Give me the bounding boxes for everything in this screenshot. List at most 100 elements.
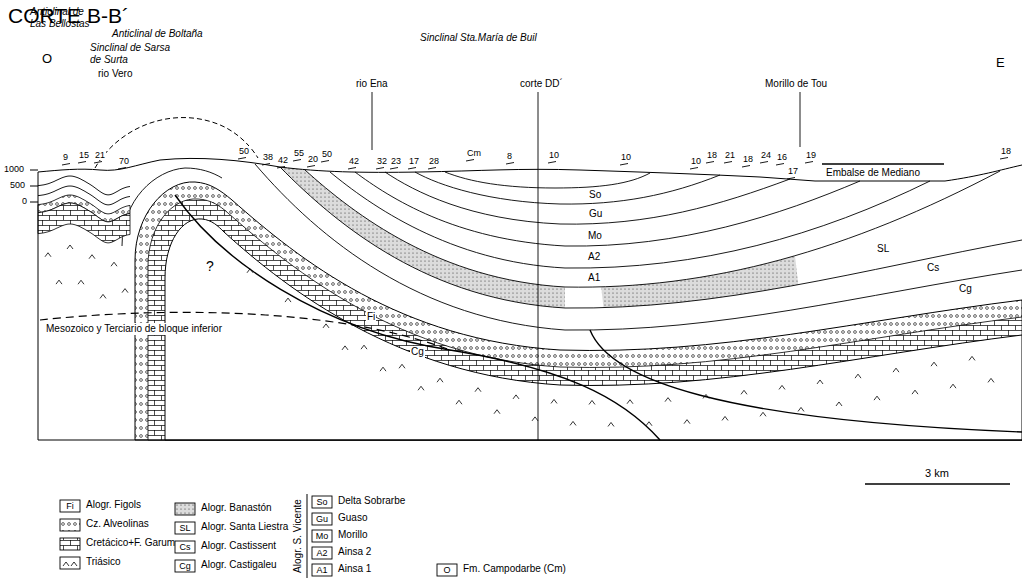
scale-label: 3 km (925, 467, 949, 480)
elevation-ticks (30, 170, 38, 202)
triassic-mark (494, 410, 500, 414)
dip-symbol (690, 168, 698, 170)
dip-symbol (760, 162, 768, 164)
dip-value: 70 (118, 156, 130, 166)
triassic-mark (285, 298, 291, 302)
stratum-boundary (122, 168, 222, 246)
dip-symbol (293, 160, 301, 162)
triassic-mark (323, 324, 329, 328)
triassic-mark (89, 255, 95, 259)
triassic-mark (100, 294, 106, 298)
legend-swatch (175, 522, 195, 534)
unit-code: A2 (587, 251, 601, 263)
triassic-mark (513, 395, 519, 399)
dip-value: 23 (390, 156, 402, 166)
triassic-mark (122, 289, 128, 293)
stratum-boundary (355, 172, 860, 246)
triassic-mark (836, 402, 842, 406)
place-name: corte DD´ (520, 78, 563, 90)
dip-value: 17 (787, 166, 799, 176)
dip-symbol (94, 162, 102, 164)
triassic-mark (931, 362, 937, 366)
triassic-mark (912, 390, 918, 394)
legend-text: Alogr. Castigaleu (201, 559, 277, 571)
legend-swatch (60, 557, 80, 569)
dip-value: 10 (690, 156, 702, 166)
dip-symbol (776, 164, 784, 166)
place-name: Anticlinal de Boltaña (112, 28, 203, 40)
triassic-mark (893, 368, 899, 372)
dip-value: Cm (466, 148, 482, 158)
unit-code: Cg (958, 283, 973, 295)
dip-symbol (620, 164, 628, 166)
cretaceous-layer (148, 199, 1022, 440)
stratum-boundary (385, 172, 790, 224)
dip-value: 17 (408, 156, 420, 166)
legend-code: So (316, 497, 327, 507)
legend-code: A1 (316, 565, 327, 575)
reservoir-bar (822, 163, 944, 165)
dip-value: 38 (262, 152, 274, 162)
legend-code: A2 (316, 548, 327, 558)
dip-value: 10 (548, 150, 560, 160)
triassic-mark (646, 422, 652, 426)
legend-text: Ainsa 1 (338, 563, 371, 575)
place-name: rio Ena (356, 78, 388, 90)
elevation-value: 1000 (4, 164, 24, 174)
banaston-stipple (280, 167, 565, 308)
legend-code: Cs (180, 542, 191, 552)
dip-value: 8 (506, 151, 513, 161)
locator-line (372, 92, 800, 440)
topography (38, 158, 1022, 181)
legend-swatch (175, 541, 195, 553)
dip-symbol (706, 162, 714, 164)
legend-swatch (312, 530, 332, 542)
dip-symbol (742, 166, 750, 168)
block-label: Mesozoico y Terciario de bloque inferior (45, 323, 223, 335)
legend-text: Morillo (338, 529, 367, 541)
dip-value: 42 (348, 156, 360, 166)
legend-code: Cg (179, 561, 191, 571)
dip-value: 24 (760, 150, 772, 160)
legend-text: Delta Sobrarbe (338, 495, 405, 507)
legend-text: Alogr. Banastón (201, 502, 272, 514)
legend-swatch (312, 547, 332, 559)
legend-text: Alogr. Castissent (201, 540, 276, 552)
scale-bar (865, 483, 1010, 485)
triassic-mark (627, 400, 633, 404)
stratum-boundary (330, 172, 930, 268)
block-boundary (40, 312, 450, 350)
cretaceous-layer (38, 203, 130, 243)
stratum-boundary (255, 164, 1022, 330)
dip-value: 18 (742, 154, 754, 164)
dip-symbol (428, 168, 436, 170)
legend-text: Cretácico+F. Garum (86, 537, 175, 549)
dip-symbol (1000, 158, 1008, 160)
dip-symbol (408, 168, 416, 170)
stratum-boundary (305, 170, 1000, 287)
dip-value: 50 (321, 149, 333, 159)
dip-value: 9 (62, 152, 69, 162)
thrust-fault (175, 195, 660, 440)
unit-code: Cg (410, 346, 425, 358)
group-label: Alogr. S. Vicente (292, 499, 304, 573)
triassic-mark (779, 385, 785, 389)
triassic-mark (589, 400, 595, 404)
dip-symbol (390, 168, 398, 170)
dip-value: 15 (78, 150, 90, 160)
legend-swatch (175, 560, 195, 572)
triassic-mark (456, 400, 462, 404)
dip-symbol (348, 168, 356, 170)
place-name: Morillo de Tou (765, 78, 827, 90)
dip-value: 16 (776, 152, 788, 162)
unit-code: SL (876, 243, 890, 255)
legend-code: Fi (66, 501, 74, 511)
stratum-boundary (280, 167, 1022, 308)
dip-symbol (62, 164, 70, 166)
dip-symbol (724, 162, 732, 164)
legend-text: Cz. Alveolinas (86, 518, 149, 530)
triassic-mark (665, 398, 671, 402)
triassic-mark (67, 245, 73, 249)
dip-value: 18 (706, 150, 718, 160)
